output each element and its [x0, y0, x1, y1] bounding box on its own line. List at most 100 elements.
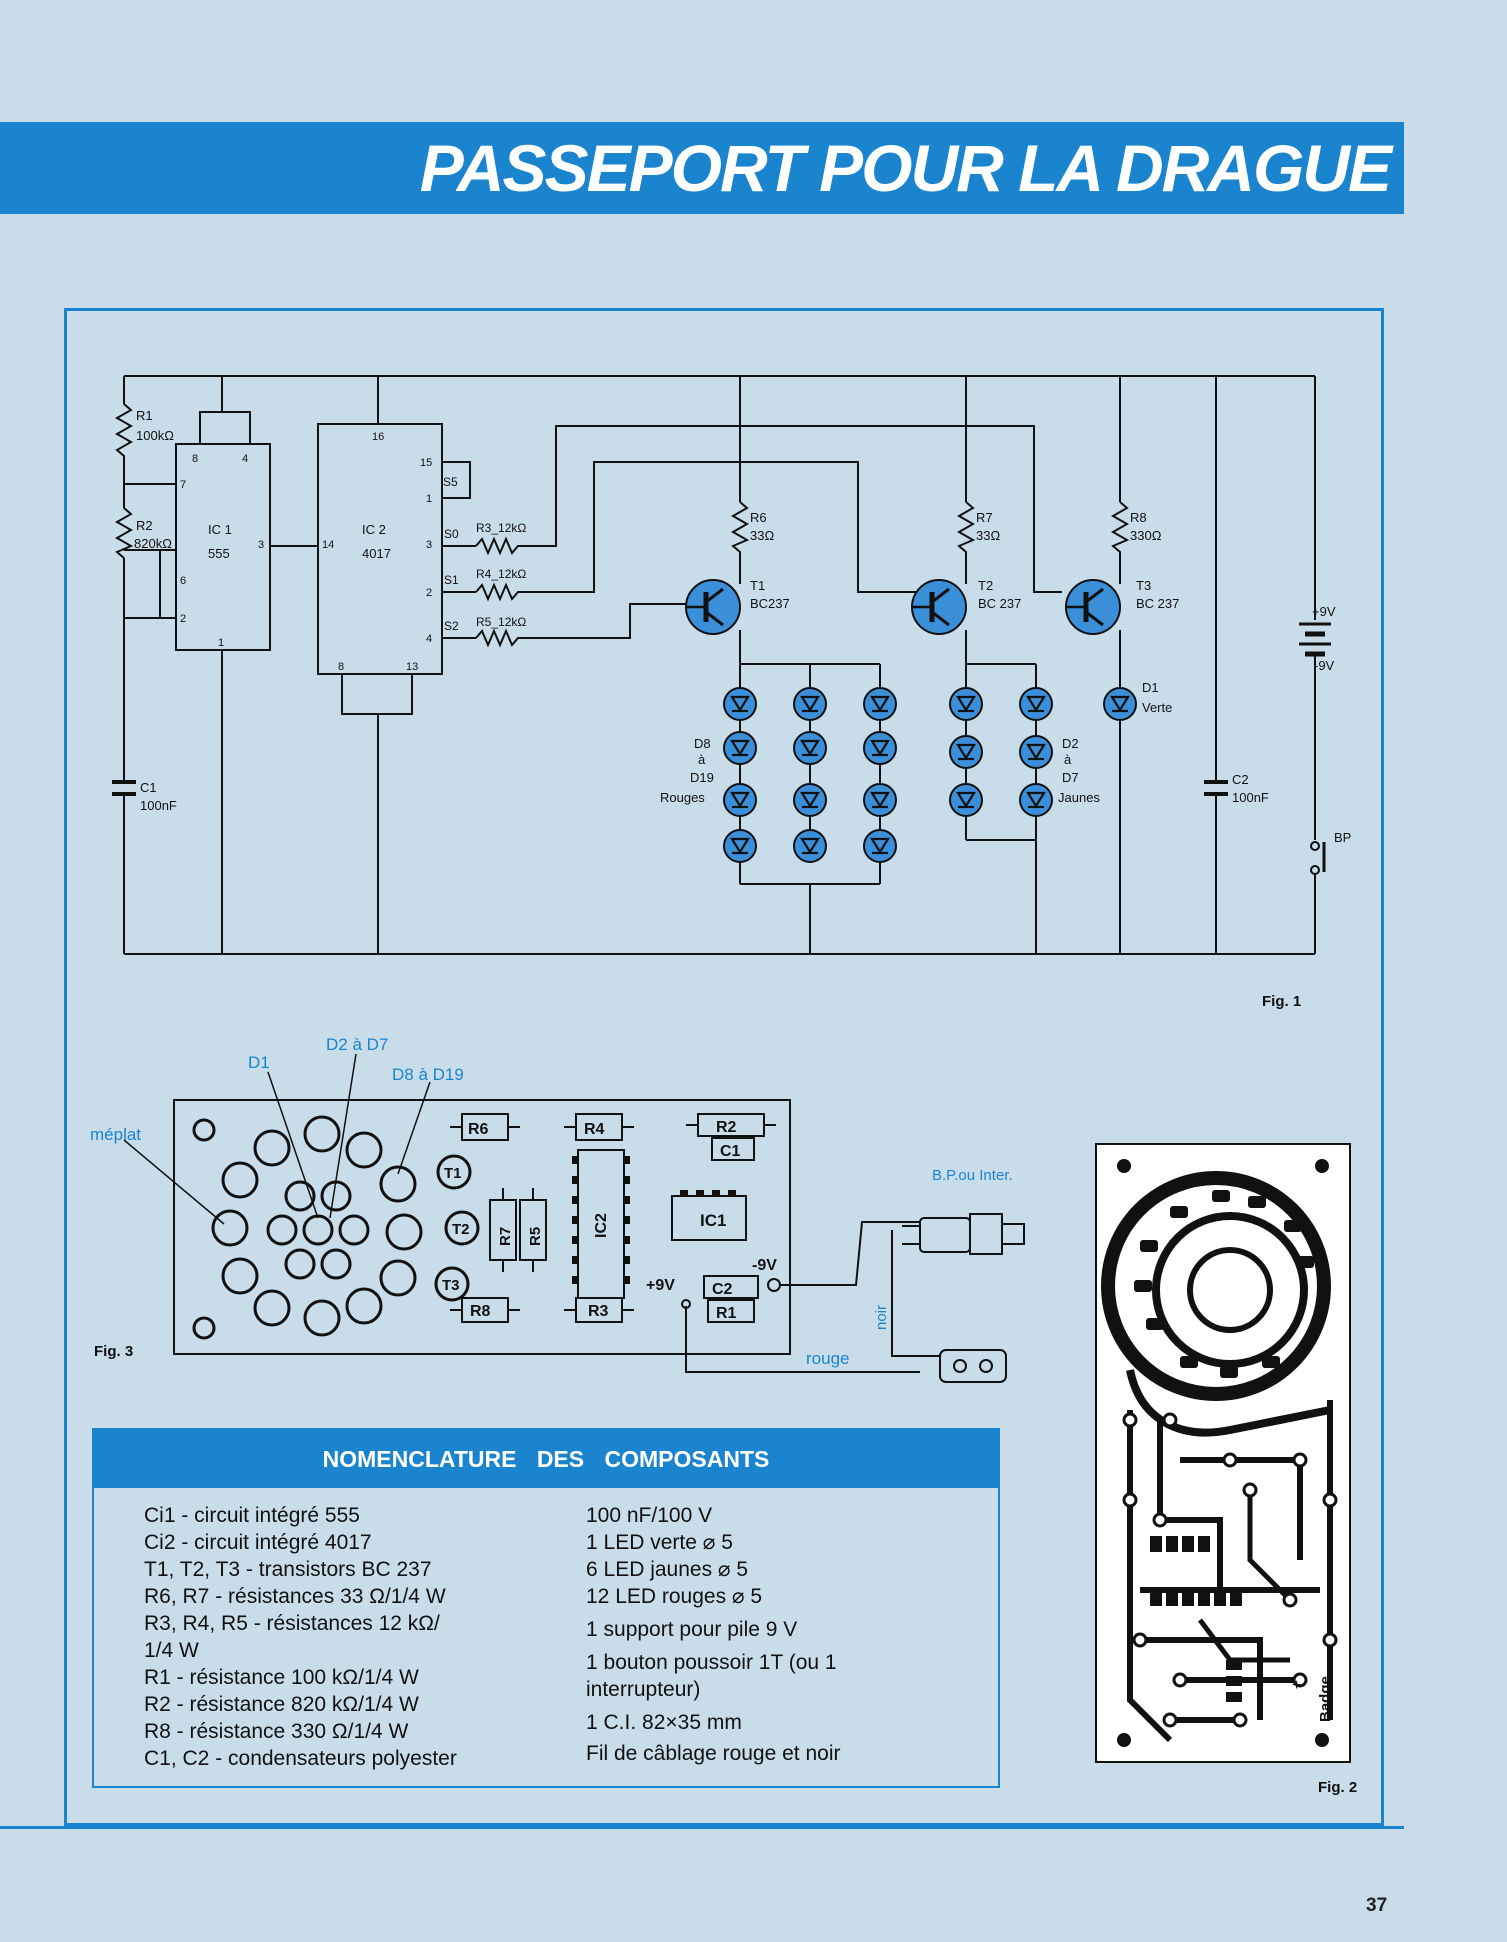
- d8d19-l2: à: [698, 752, 706, 767]
- fig3-d8d19-label: D8 à D19: [392, 1065, 464, 1084]
- ic2-pin16: 16: [372, 431, 384, 443]
- part-t3: T3: [442, 1277, 460, 1294]
- nomenclature-left: Ci1 - circuit intégré 555 Ci2 - circuit …: [144, 1502, 457, 1772]
- meplat-label: méplat: [90, 1125, 141, 1144]
- part-ic2: IC2: [593, 1213, 610, 1238]
- minus9-label: -9V: [1314, 658, 1335, 673]
- list-item: R8 - résistance 330 Ω/1/4 W: [144, 1720, 409, 1743]
- r4-label: R4_12kΩ: [476, 567, 526, 581]
- fig2-pcb: Badge +: [1095, 1143, 1351, 1763]
- s5-label: S5: [443, 475, 458, 489]
- list-item: 6 LED jaunes ⌀ 5: [586, 1558, 749, 1581]
- transistor-t3-icon: [1066, 580, 1120, 634]
- fig2-label: Fig. 2: [1318, 1779, 1357, 1796]
- figure-frame: [64, 308, 1384, 1826]
- list-item: 1/4 W: [144, 1639, 199, 1662]
- r8-name: R8: [1130, 510, 1147, 525]
- ic2-pin13: 13: [406, 661, 418, 673]
- r2-name: R2: [136, 518, 153, 533]
- badge-label: Badge: [1317, 1676, 1334, 1722]
- c2-value: 100nF: [1232, 790, 1269, 805]
- page-title: PASSEPORT POUR LA DRAGUE: [419, 131, 1392, 205]
- ic2-pin4: 4: [426, 633, 432, 645]
- bottom-rule: [0, 1826, 1404, 1829]
- ic2-pin8: 8: [338, 661, 344, 673]
- part-c2: C2: [712, 1281, 733, 1298]
- fig1-label: Fig. 1: [1262, 993, 1301, 1010]
- d1-value: Verte: [1142, 700, 1172, 715]
- fig3-plus9: +9V: [646, 1277, 675, 1294]
- fig3-d2d7-label: D2 à D7: [326, 1035, 388, 1054]
- ic2-value: 4017: [362, 546, 391, 561]
- list-item: 1 bouton poussoir 1T (ou 1: [586, 1651, 837, 1674]
- r6-name: R6: [750, 510, 767, 525]
- list-item: 12 LED rouges ⌀ 5: [586, 1585, 763, 1608]
- part-r5: R5: [527, 1227, 544, 1246]
- c1-value: 100nF: [140, 798, 177, 813]
- list-item: interrupteur): [586, 1678, 701, 1701]
- ic1-pin4: 4: [242, 453, 248, 465]
- d1-name: D1: [1142, 680, 1159, 695]
- ic2-pin14: 14: [322, 539, 334, 551]
- fig3-board: [123, 1053, 1025, 1383]
- list-item: Ci2 - circuit intégré 4017: [144, 1531, 372, 1554]
- ic2-name: IC 2: [362, 522, 386, 537]
- bp-label: BP: [1334, 830, 1351, 845]
- list-item: 1 support pour pile 9 V: [586, 1618, 798, 1641]
- r7-name: R7: [976, 510, 993, 525]
- d2d7-l3: D7: [1062, 770, 1079, 785]
- ic1-pin8: 8: [192, 453, 198, 465]
- list-item: C1, C2 - condensateurs polyester: [144, 1747, 457, 1770]
- part-t1: T1: [444, 1165, 462, 1182]
- d8d19-l3: D19: [690, 770, 714, 785]
- t1-name: T1: [750, 578, 765, 593]
- list-item: Fil de câblage rouge et noir: [586, 1742, 841, 1765]
- part-r4: R4: [584, 1121, 605, 1138]
- nomenclature-heading: NOMENCLATURE DES COMPOSANTS: [94, 1430, 998, 1488]
- ic1-name: IC 1: [208, 522, 232, 537]
- r1-name: R1: [136, 408, 153, 423]
- r8-value: 330Ω: [1130, 528, 1162, 543]
- s1-label: S1: [444, 573, 459, 587]
- d8d19-l4: Rouges: [660, 790, 705, 805]
- r5-label: R5_12kΩ: [476, 615, 526, 629]
- c1-name: C1: [140, 780, 157, 795]
- t2-name: T2: [978, 578, 993, 593]
- part-r1: R1: [716, 1305, 737, 1322]
- plus-label: +: [1292, 1677, 1301, 1694]
- ic2-pin3: 3: [426, 539, 432, 551]
- ic1-pin3: 3: [258, 539, 264, 551]
- d2d7-l1: D2: [1062, 736, 1079, 751]
- list-item: 1 LED verte ⌀ 5: [586, 1531, 733, 1554]
- title-banner: PASSEPORT POUR LA DRAGUE: [0, 122, 1404, 214]
- ic2-pin15: 15: [420, 457, 432, 469]
- r3-label: R3_12kΩ: [476, 521, 526, 535]
- list-item: R1 - résistance 100 kΩ/1/4 W: [144, 1666, 419, 1689]
- fig3-label: Fig. 3: [94, 1343, 133, 1360]
- plus9-label: +9V: [1312, 604, 1336, 619]
- list-item: R3, R4, R5 - résistances 12 kΩ/: [144, 1612, 440, 1635]
- list-item: 100 nF/100 V: [586, 1504, 713, 1527]
- fig3-d1-label: D1: [248, 1053, 270, 1072]
- r6-value: 33Ω: [750, 528, 774, 543]
- s0-label: S0: [444, 527, 459, 541]
- fig3-minus9: -9V: [752, 1257, 777, 1274]
- part-c1: C1: [720, 1143, 741, 1160]
- transistor-t2-icon: [912, 580, 966, 634]
- page-number: 37: [1366, 1895, 1388, 1916]
- list-item: T1, T2, T3 - transistors BC 237: [144, 1558, 432, 1581]
- fig1-schematic: [112, 375, 1331, 955]
- r7-value: 33Ω: [976, 528, 1000, 543]
- d2d7-l4: Jaunes: [1058, 790, 1100, 805]
- switch-label: B.P.ou Inter.: [932, 1167, 1013, 1184]
- d8d19-l1: D8: [694, 736, 711, 751]
- r2-value: 820kΩ: [134, 536, 172, 551]
- d2d7-l2: à: [1064, 752, 1072, 767]
- transistor-t1-icon: [686, 580, 740, 634]
- r1-value: 100kΩ: [136, 428, 174, 443]
- ic1-pin6: 6: [180, 575, 186, 587]
- green-led-icon: [1102, 686, 1138, 722]
- ic1-pin7: 7: [180, 479, 186, 491]
- part-r7: R7: [497, 1227, 514, 1246]
